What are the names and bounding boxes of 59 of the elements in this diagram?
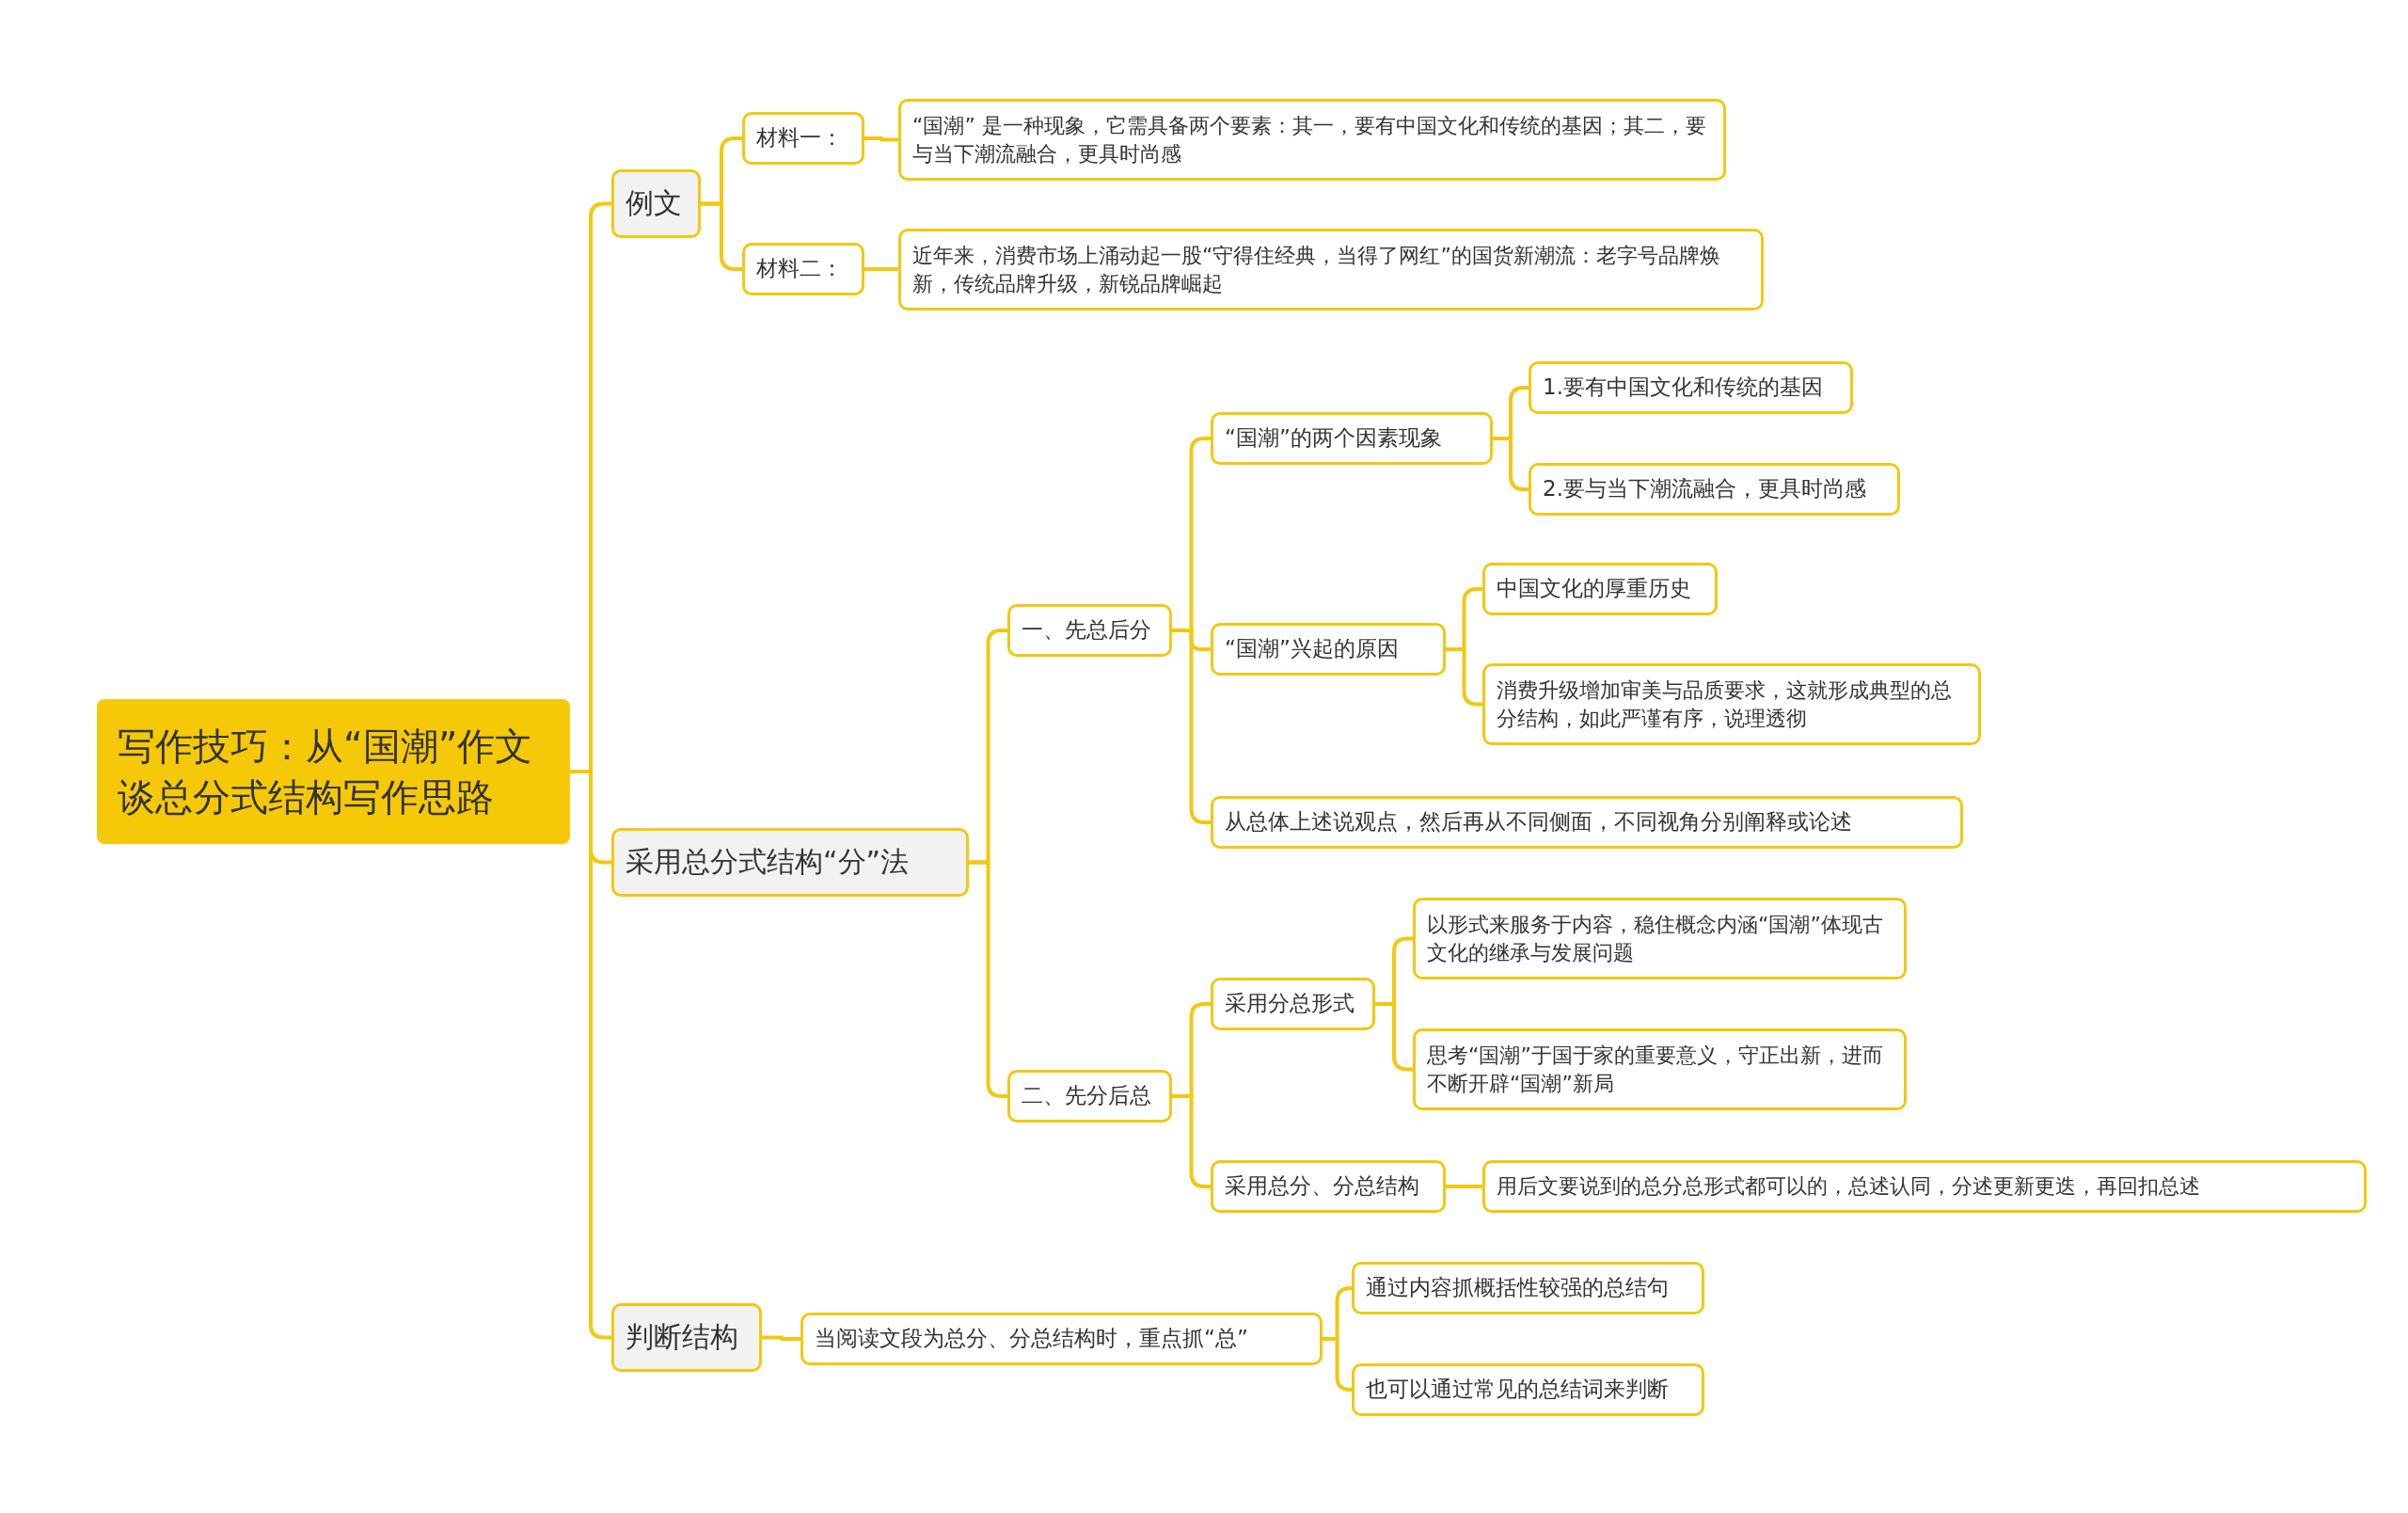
subtopic-box xyxy=(898,229,1764,311)
topic-text: 以形式来服务于内容，稳住概念内涵“国潮”体现古文化的继承与发展问题 xyxy=(1427,911,1884,966)
subtopic-box xyxy=(742,243,864,295)
topic-text: 当阅读文段为总分、分总结构时，重点抓“总” xyxy=(815,1325,1248,1353)
subtopic-box xyxy=(742,112,864,165)
subtopic-box xyxy=(898,99,1726,181)
connector-line xyxy=(864,267,898,271)
main-branch-box xyxy=(611,169,701,238)
connector-line xyxy=(864,136,898,142)
connector-line xyxy=(762,1335,800,1341)
topic-text: 2.要与当下潮流融合，更具时尚感 xyxy=(1543,475,1866,503)
topic-text: “国潮”兴起的原因 xyxy=(1225,635,1399,663)
subtopic-box xyxy=(1413,898,1907,979)
subtopic-box xyxy=(1211,978,1375,1030)
subtopic-box xyxy=(1211,623,1446,676)
subtopic-box xyxy=(1007,1070,1172,1123)
topic-text: 1.要有中国文化和传统的基因 xyxy=(1543,374,1823,402)
subtopic-box xyxy=(1482,663,1981,745)
topic-text: 通过内容抓概括性较强的总结句 xyxy=(1366,1274,1669,1302)
topic-text: 材料一： xyxy=(756,124,843,152)
connector-line xyxy=(1172,629,1211,824)
subtopic-box xyxy=(1007,604,1172,657)
topic-text: 一、先总后分 xyxy=(1022,616,1151,645)
connector-line xyxy=(1446,1185,1482,1188)
topic-text: 材料二： xyxy=(756,255,843,283)
topic-text: 二、先分后总 xyxy=(1022,1082,1151,1110)
topic-title: 写作技巧：从“国潮”作文谈总分式结构写作思路 xyxy=(118,724,534,820)
subtopic-box xyxy=(1529,361,1853,414)
topic-text: 例文 xyxy=(626,185,682,222)
subtopic-box xyxy=(1211,796,1963,849)
topic-text: 判断结构 xyxy=(626,1319,738,1356)
subtopic-box xyxy=(1482,1160,2367,1213)
topic-text: 思考“国潮”于国于家的重要意义，守正出新，进而不断开辟“国潮”新局 xyxy=(1427,1042,1884,1097)
main-branch-box xyxy=(611,828,969,897)
subtopic-box xyxy=(1352,1262,1704,1314)
topic-text: 也可以通过常见的总结词来判断 xyxy=(1366,1376,1669,1404)
topic-text: 中国文化的厚重历史 xyxy=(1497,575,1691,603)
subtopic-box xyxy=(1482,563,1718,615)
subtopic-box xyxy=(1211,1160,1446,1213)
connector-line xyxy=(969,860,1007,1098)
subtopic-box xyxy=(1352,1363,1704,1416)
topic-text: 近年来，消费市场上涌动起一股“守得住经典，当得了网红”的国货新潮流：老字号品牌焕新，传统品牌升级，新锐品牌崛起 xyxy=(912,242,1721,297)
subtopic-box xyxy=(1413,1028,1907,1110)
topic-text: 用后文要说到的总分总形式都可以的，总述认同，分述更新更迭，再回扣总述 xyxy=(1497,1173,2200,1201)
connector-line xyxy=(1172,1094,1211,1188)
subtopic-box xyxy=(1529,463,1900,516)
topic-text: “国潮”的两个因素现象 xyxy=(1225,424,1442,453)
topic-text: 消费升级增加审美与品质要求，这就形成典型的总分结构，如此严谨有序，说理透彻 xyxy=(1497,677,1953,732)
topic-text: 从总体上述说观点，然后再从不同侧面，不同视角分别阐释或论述 xyxy=(1225,808,1852,836)
topic-text: 采用总分、分总结构 xyxy=(1225,1172,1419,1201)
main-branch-box xyxy=(611,1303,762,1372)
subtopic-box xyxy=(800,1313,1323,1365)
connector-line xyxy=(701,201,742,271)
central-topic xyxy=(97,699,570,844)
subtopic-box xyxy=(1211,412,1493,465)
topic-text: 采用分总形式 xyxy=(1225,990,1354,1018)
topic-text: “国潮” 是一种现象，它需具备两个要素：其一，要有中国文化和传统的基因；其二，要与当下潮流融合，更具时尚感 xyxy=(912,112,1707,167)
topic-text: 采用总分式结构“分”法 xyxy=(626,844,910,881)
connector-line xyxy=(1493,437,1529,491)
